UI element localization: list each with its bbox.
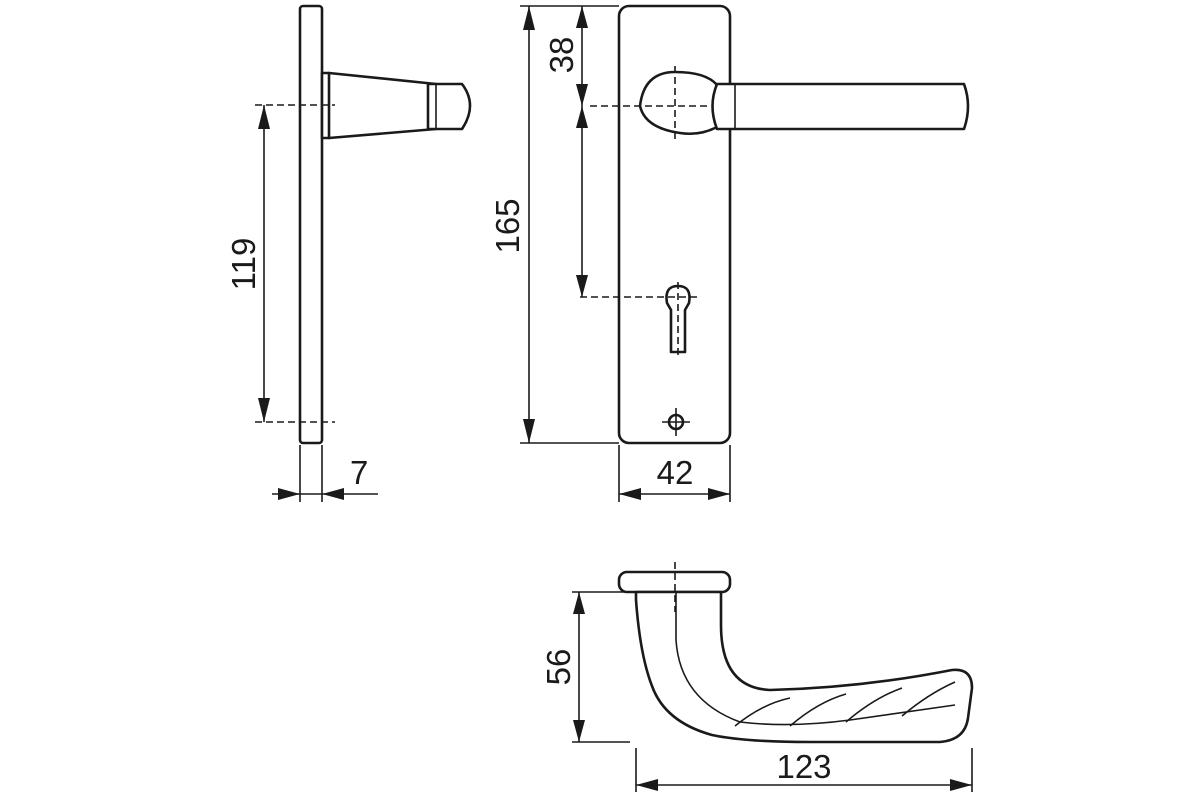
dim-spindle-keyhole-arrow-top [576,106,588,128]
dim-123-arrow-right [950,779,972,791]
dim-119-label: 119 [225,238,262,291]
dim-42-arrow-right [708,488,730,500]
top-view-grip-groove-1 [734,697,791,727]
dim-123-arrow-left [636,779,658,791]
dim-38-arrow-top [576,6,588,28]
dim-7-arrow-left [278,488,300,500]
dim-119-arrow-top [258,105,270,129]
dim-119-arrow-bottom [258,398,270,422]
dim-165-arrow-top [523,6,535,30]
top-view-lever [634,590,974,744]
dim-7-label: 7 [350,454,368,491]
dim-165-label: 165 [489,198,526,253]
dim-56-arrow-bottom [573,720,585,742]
front-view: 165 38 42 [489,4,970,502]
side-view-backplate [298,4,324,445]
dim-7-arrow-right [322,488,344,500]
dim-42-arrow-left [619,488,641,500]
front-view-lever [711,82,970,131]
dim-38-label: 38 [543,37,580,74]
side-view-handle-end [426,82,472,131]
dim-123-label: 123 [776,748,831,785]
dim-38-arrow-bottom [576,84,588,106]
dim-56-label: 56 [540,649,577,686]
top-view: 56 123 [540,562,974,792]
side-view-neck [327,71,438,140]
side-view: 119 7 [225,4,472,502]
top-view-grip-groove-3 [845,687,903,723]
dim-165-arrow-bottom [523,419,535,443]
front-view-rose [638,70,719,136]
top-view-grip-groove-2 [789,693,847,727]
dim-42-label: 42 [657,454,694,491]
top-view-grip-groove-4 [901,681,956,717]
dim-spindle-keyhole-arrow-bottom [576,275,588,297]
dim-56-arrow-top [573,592,585,614]
